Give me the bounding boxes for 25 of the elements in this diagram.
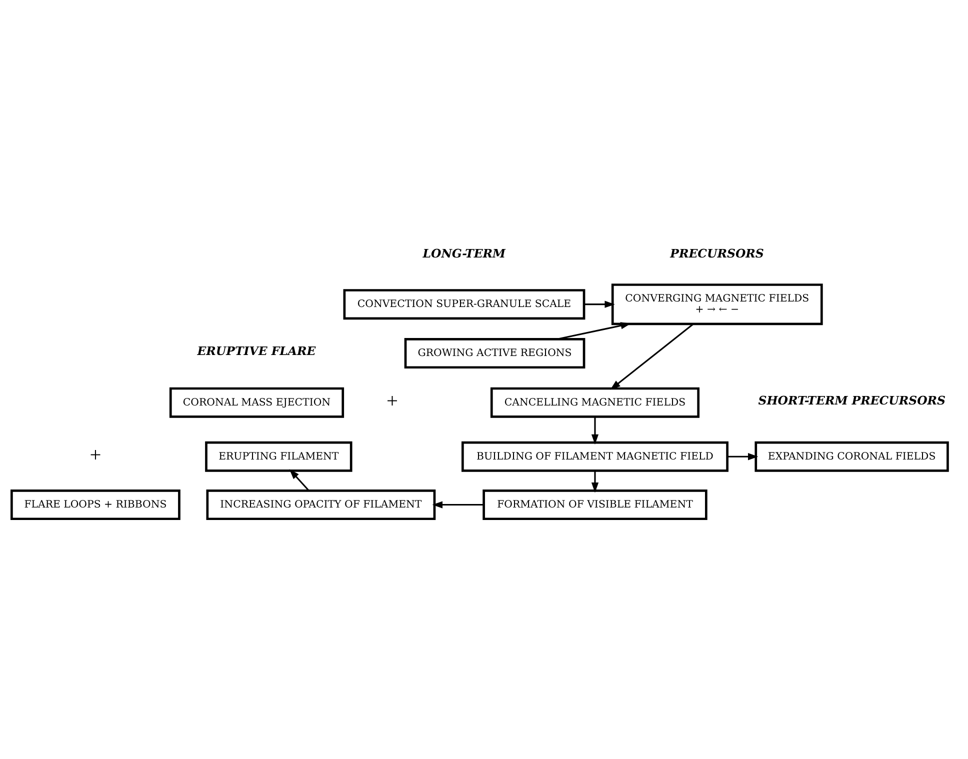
arrow xyxy=(591,470,599,493)
label: SHORT-TERM PRECURSORS xyxy=(758,394,946,408)
node-box: CONVECTION SUPER-GRANULE SCALE xyxy=(343,289,586,320)
node-box: INCREASING OPACITY OF FILAMENT xyxy=(206,490,436,520)
label: + xyxy=(386,390,398,413)
label: + xyxy=(90,444,102,467)
node-box: EXPANDING CORONAL FIELDS xyxy=(754,441,949,472)
arrow xyxy=(584,300,615,308)
label: ERUPTIVE FLARE xyxy=(197,344,316,358)
arrow xyxy=(432,501,484,508)
arrow xyxy=(289,469,310,491)
node-box: ERUPTING FILAMENT xyxy=(205,441,352,472)
node-box: GROWING ACTIVE REGIONS xyxy=(404,338,586,369)
arrow xyxy=(557,322,631,340)
arrow xyxy=(727,453,758,460)
node-box: CONVERGING MAGNETIC FIELDS + → ← − xyxy=(611,284,823,326)
node-box: FORMATION OF VISIBLE FILAMENT xyxy=(482,490,708,520)
node-box: FLARE LOOPS + RIBBONS xyxy=(10,490,180,520)
label: PRECURSORS xyxy=(670,246,764,260)
arrow xyxy=(591,416,599,445)
node-box: CANCELLING MAGNETIC FIELDS xyxy=(490,387,700,418)
label: LONG-TERM xyxy=(422,246,506,260)
node-box: BUILDING OF FILAMENT MAGNETIC FIELD xyxy=(462,441,728,472)
node-box: CORONAL MASS EJECTION xyxy=(169,387,344,418)
arrow xyxy=(610,323,694,390)
